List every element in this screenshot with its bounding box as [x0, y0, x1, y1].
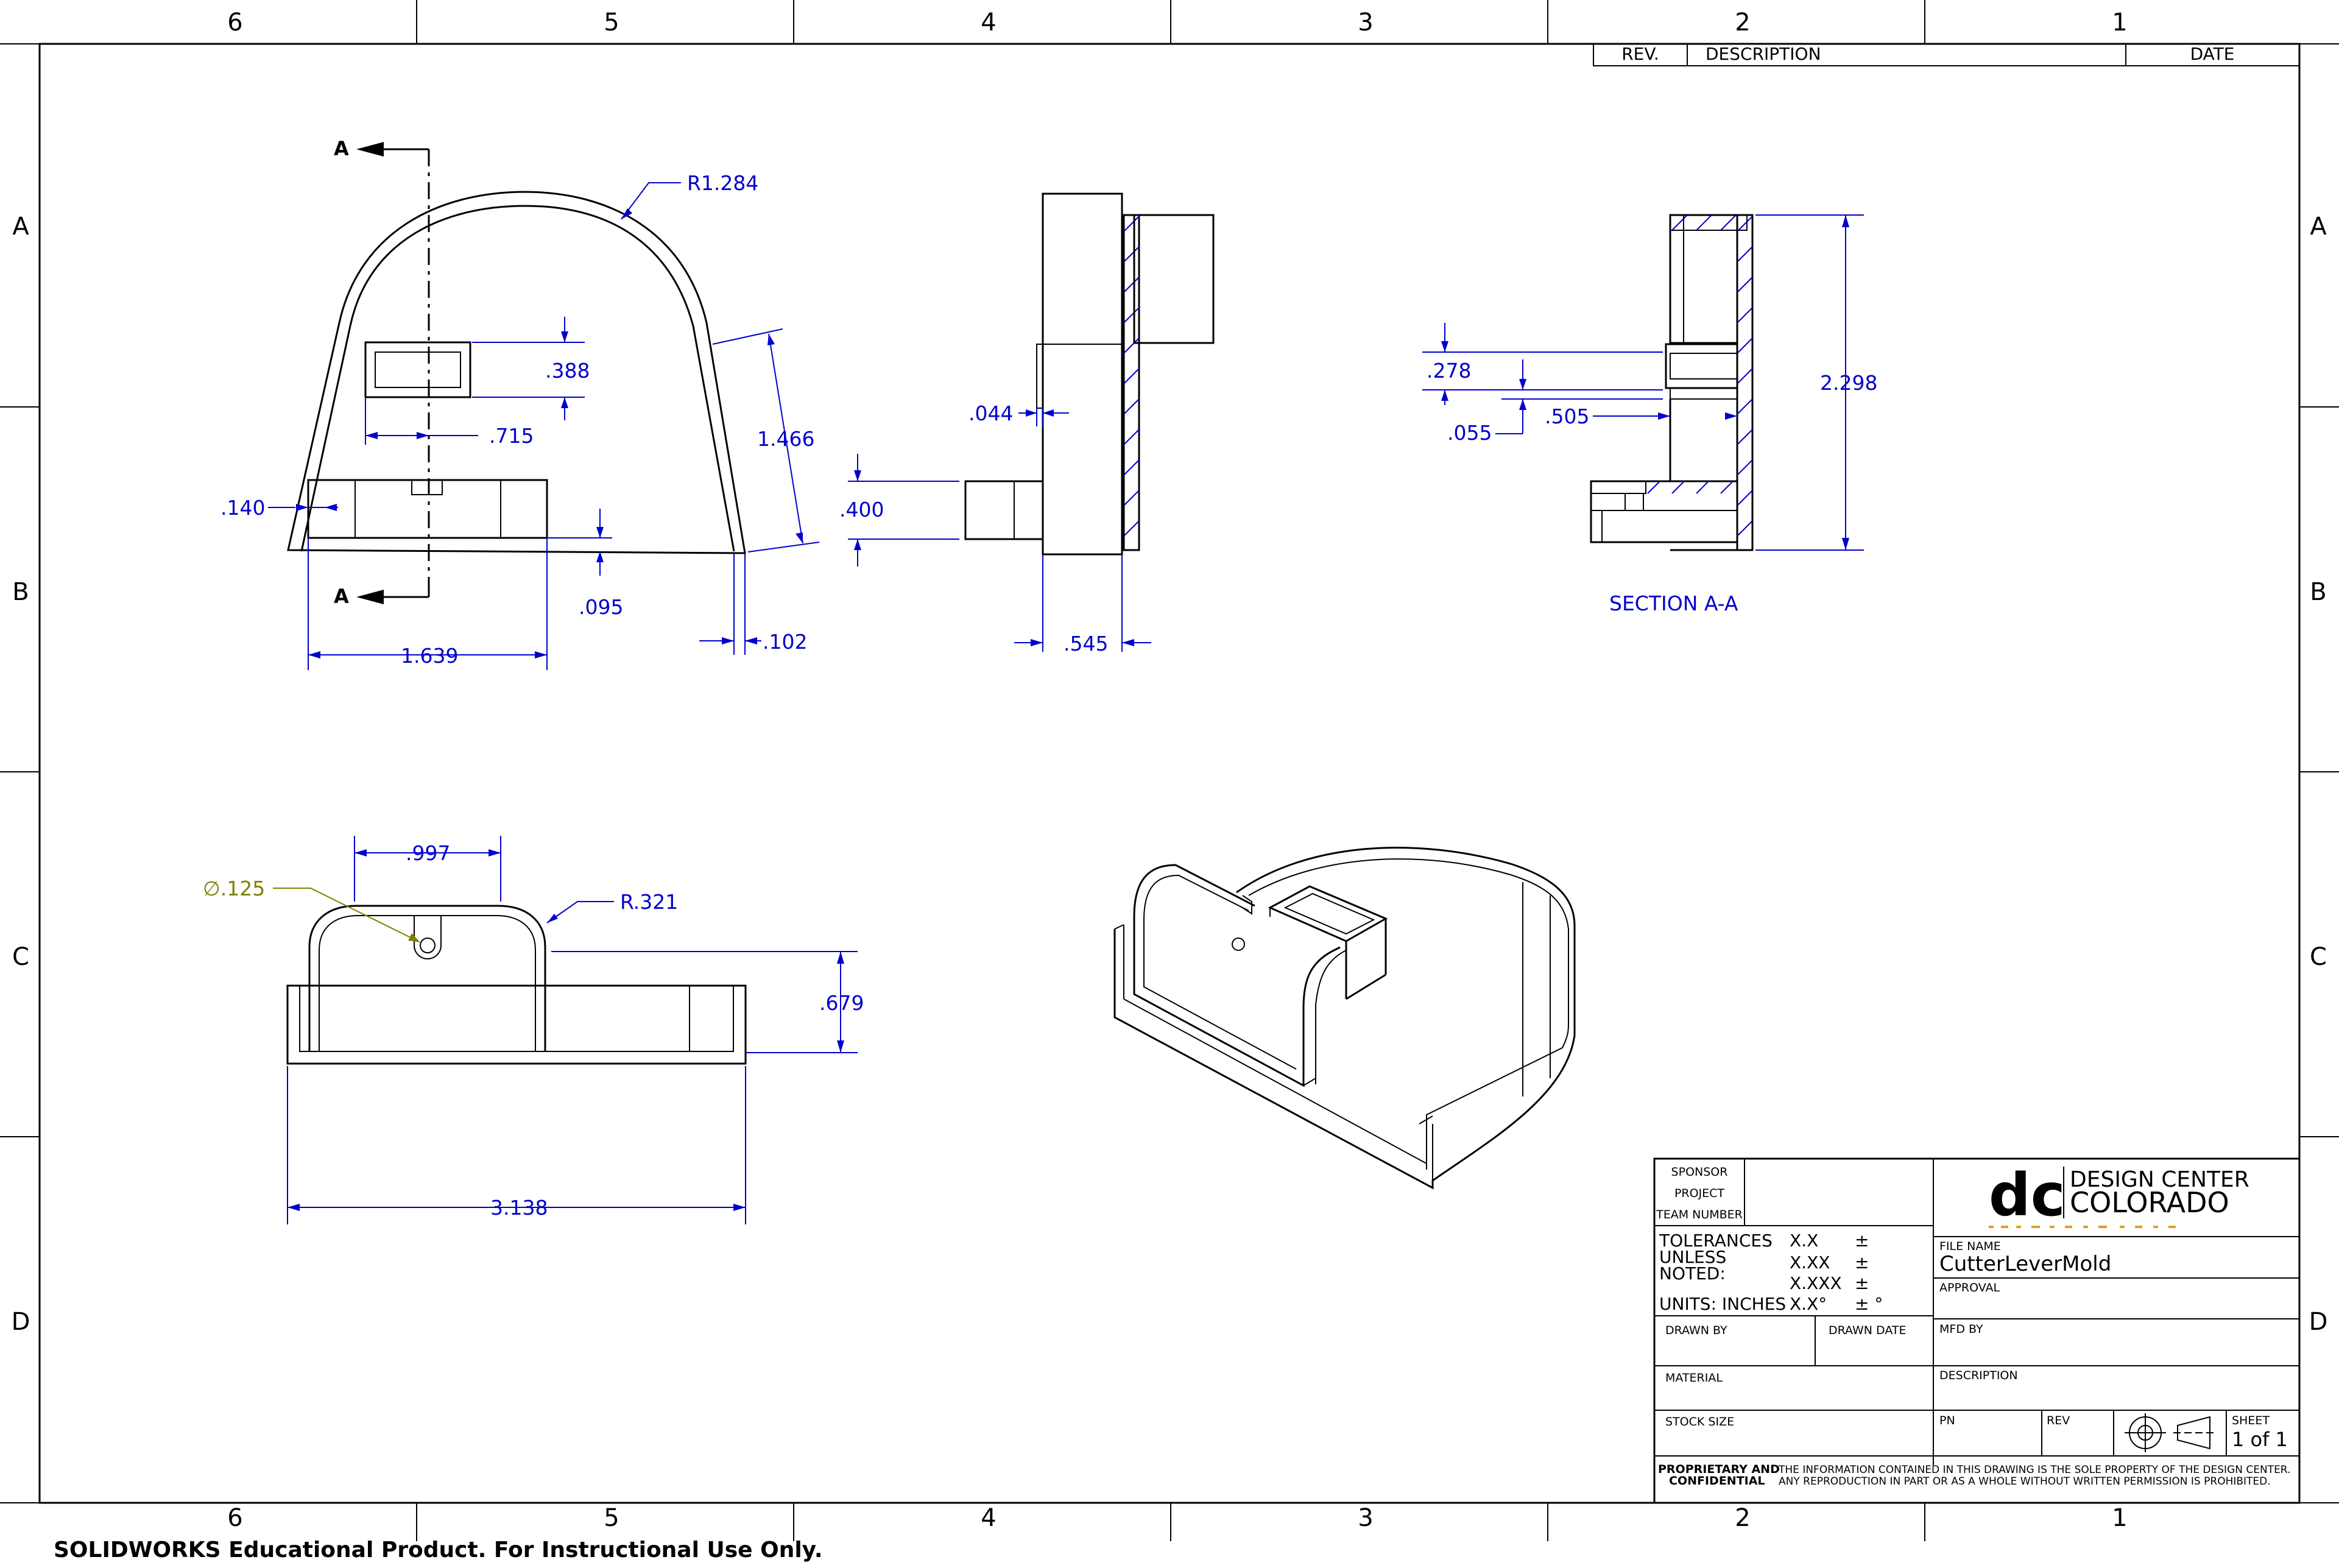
tolerances-label-1: TOLERANCES	[1659, 1231, 1773, 1251]
educational-watermark: SOLIDWORKS Educational Product. For Inst…	[54, 1538, 823, 1563]
proprietary-label-1: PROPRIETARY AND	[1658, 1463, 1780, 1476]
title-block: SPONSOR PROJECT TEAM NUMBER dc DESIGN CE…	[1653, 1157, 2301, 1504]
zone-row-A-left: A	[12, 213, 29, 241]
dim-right-height: 1.466	[757, 427, 814, 451]
third-angle-projection-icon	[2125, 1413, 2217, 1452]
dim-radius: R1.284	[687, 171, 758, 195]
tol-xxx-pm: ±	[1855, 1273, 1869, 1293]
side-view	[964, 192, 1123, 556]
description-header: DESCRIPTION	[1706, 44, 1821, 64]
date-header: DATE	[2190, 44, 2235, 64]
zone-col-4-top: 4	[981, 9, 996, 37]
sheet-label: SHEET	[2232, 1414, 2270, 1427]
project-label: PROJECT	[1674, 1187, 1724, 1200]
dim-boss-height: .400	[839, 498, 884, 521]
revision-block: REV. DESCRIPTION DATE	[1593, 43, 2300, 66]
tolerances-label-2: UNLESS	[1659, 1247, 1726, 1267]
notice-line-2: ANY REPRODUCTION IN PART OR AS A WHOLE W…	[1779, 1475, 2271, 1488]
rev-label: REV	[2047, 1414, 2070, 1427]
dim-top-height: .679	[819, 991, 864, 1015]
dim-slot-height: .388	[545, 359, 590, 383]
units-label: UNITS: INCHES	[1659, 1294, 1786, 1314]
dim-corner-radius: R.321	[620, 890, 678, 914]
sponsor-label: SPONSOR	[1671, 1165, 1728, 1179]
dim-tab-height: .140	[220, 496, 265, 520]
drawn-by-label: DRAWN BY	[1665, 1324, 1727, 1337]
dim-base-step: .095	[579, 595, 623, 619]
file-name-value: CutterLeverMold	[1939, 1252, 2111, 1276]
section-marker-top: A	[334, 137, 349, 160]
zone-row-C-right: C	[2310, 943, 2327, 971]
zone-col-3-bottom: 3	[1358, 1504, 1373, 1532]
tol-xx-pm: ±	[1855, 1252, 1869, 1273]
dim-base-width: 1.639	[401, 644, 458, 668]
logo-line-2: COLORADO	[2070, 1186, 2229, 1219]
top-view	[286, 905, 747, 1065]
dim-tab-step: .044	[968, 401, 1013, 425]
tol-x-pm: ±	[1855, 1231, 1869, 1251]
approval-label: APPROVAL	[1939, 1281, 2000, 1294]
dim-slot-offset: .715	[489, 424, 534, 448]
file-name-label: FILE NAME	[1939, 1240, 2001, 1253]
zone-col-1-bottom: 1	[2112, 1504, 2127, 1532]
side-view-dimensions: .044 .400 .545	[839, 401, 1151, 655]
dim-depth: .545	[1064, 632, 1108, 655]
dim-overall-width: 3.138	[490, 1196, 548, 1220]
dim-section-slot-height: .278	[1427, 359, 1471, 383]
logo-line-1: DESIGN CENTER	[2070, 1167, 2249, 1192]
logo-mark: dc	[1989, 1161, 2066, 1229]
rev-header: REV.	[1621, 44, 1659, 64]
zone-row-B-left: B	[12, 578, 29, 606]
section-view-title: SECTION A-A	[1609, 592, 1738, 615]
description-label: DESCRIPTION	[1939, 1369, 2018, 1382]
front-view-dimensions: R1.284 .388 .715 .140 1.466 .095	[220, 171, 820, 670]
isometric-view	[1113, 847, 1576, 1190]
tol-angle: X.X°	[1790, 1294, 1827, 1314]
tol-x: X.X	[1790, 1231, 1818, 1251]
drawn-date-label: DRAWN DATE	[1829, 1324, 1907, 1337]
dim-section-slot-depth: .505	[1545, 404, 1589, 428]
zone-col-2-top: 2	[1735, 9, 1750, 37]
zone-row-B-right: B	[2310, 578, 2326, 606]
stock-size-label: STOCK SIZE	[1665, 1415, 1734, 1429]
zone-row-A-right: A	[2310, 213, 2327, 241]
sheet-value: 1 of 1	[2232, 1428, 2288, 1451]
tol-xxx: X.XXX	[1790, 1273, 1842, 1293]
zone-labels: 6 5 4 3 2 1 6 5 4 3 2 1 A B C D A B C D	[12, 9, 2328, 1532]
zone-col-5-top: 5	[604, 9, 619, 37]
zone-col-4-bottom: 4	[981, 1504, 996, 1532]
top-view-dimensions: .997 R.321 ∅.125 .679 3.138	[203, 836, 864, 1224]
mfd-by-label: MFD BY	[1939, 1323, 1983, 1336]
zone-row-C-left: C	[12, 943, 29, 971]
zone-col-6-top: 6	[227, 9, 242, 37]
notice-line-1: THE INFORMATION CONTAINED IN THIS DRAWIN…	[1778, 1464, 2290, 1476]
material-label: MATERIAL	[1665, 1371, 1723, 1385]
zone-col-5-bottom: 5	[604, 1504, 619, 1532]
section-view	[1123, 214, 1754, 551]
zone-col-2-bottom: 2	[1735, 1504, 1750, 1532]
front-view: A A	[287, 137, 746, 608]
logo-accent-dots	[1989, 1226, 2176, 1228]
team-number-label: TEAM NUMBER	[1656, 1208, 1743, 1221]
proprietary-label-2: CONFIDENTIAL	[1669, 1474, 1765, 1488]
dim-hole-spacing: .997	[406, 841, 450, 865]
tol-angle-pm: ± °	[1855, 1294, 1883, 1314]
zone-col-1-top: 1	[2112, 9, 2127, 37]
tolerances-label-3: NOTED:	[1659, 1263, 1726, 1284]
dim-total-height: 2.298	[1820, 371, 1877, 395]
section-view-dimensions: 2.298 .278 .055 .505 SECTION A-A	[1422, 214, 1877, 615]
zone-col-6-bottom: 6	[227, 1504, 242, 1532]
tol-xx: X.XX	[1790, 1252, 1830, 1273]
dim-section-gap: .055	[1447, 421, 1492, 445]
zone-col-3-top: 3	[1358, 9, 1373, 37]
pn-label: PN	[1939, 1414, 1955, 1427]
zone-row-D-right: D	[2309, 1308, 2328, 1336]
zone-row-D-left: D	[12, 1308, 30, 1336]
hole-callout: ∅.125	[203, 877, 265, 900]
section-marker-bottom: A	[334, 585, 349, 608]
dim-wall-thickness: .102	[763, 630, 807, 654]
